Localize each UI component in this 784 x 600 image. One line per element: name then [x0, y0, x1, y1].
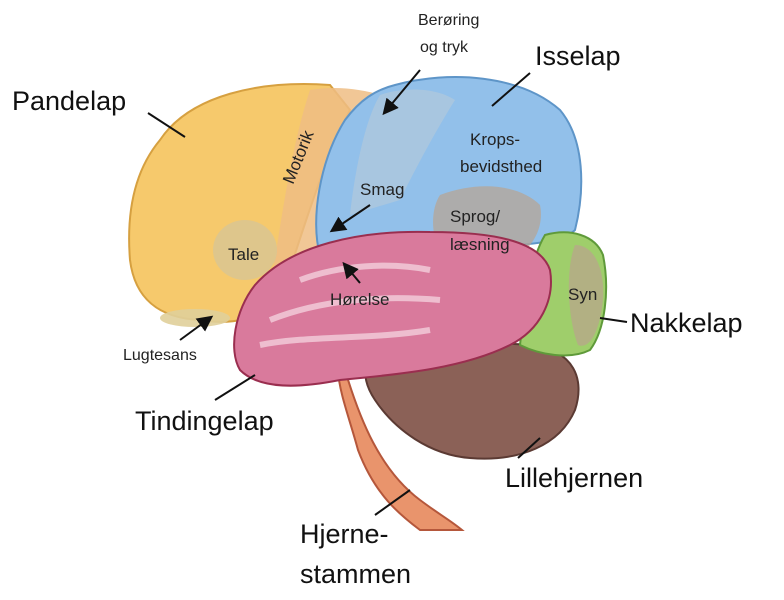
- label-touch-2: og tryk: [420, 39, 469, 56]
- brainstem-leader: [374, 489, 411, 516]
- label-touch-1: Berøring: [418, 12, 479, 29]
- temporal-lobe-region: [233, 230, 552, 387]
- smell-arrow: [179, 315, 214, 341]
- label-cerebellum: Lillehjernen: [505, 463, 643, 493]
- label-speech: Tale: [228, 245, 259, 264]
- occipital-leader: [599, 317, 628, 323]
- label-occipital: Nakkelap: [630, 308, 743, 338]
- label-vision: Syn: [568, 285, 597, 304]
- label-parietal: Isselap: [535, 41, 621, 71]
- frontal-leader: [147, 112, 186, 138]
- temporal-highlights: [259, 262, 441, 348]
- label-brainstem-1: Hjerne-: [300, 519, 389, 549]
- touch-area: [350, 89, 455, 215]
- label-hearing: Hørelse: [330, 290, 390, 309]
- label-taste: Smag: [360, 180, 404, 199]
- touch-arrow: [382, 69, 421, 116]
- label-language-2: læsning: [450, 235, 510, 254]
- cerebellum-leader: [517, 437, 541, 459]
- temporal-leader: [214, 374, 256, 401]
- label-language-1: Sprog/: [450, 207, 500, 226]
- taste-arrow: [329, 204, 371, 233]
- hearing-arrow: [342, 261, 361, 284]
- label-brainstem-2: stammen: [300, 559, 411, 589]
- label-temporal: Tindingelap: [135, 406, 274, 436]
- vision-area: [568, 245, 604, 346]
- parietal-leader: [491, 72, 531, 107]
- label-body-2: bevidsthed: [460, 157, 542, 176]
- smell-area: [160, 309, 230, 327]
- speech-area: [213, 220, 277, 280]
- label-smell: Lugtesans: [123, 347, 197, 364]
- label-body-1: Krops-: [470, 130, 520, 149]
- label-frontal: Pandelap: [12, 86, 126, 116]
